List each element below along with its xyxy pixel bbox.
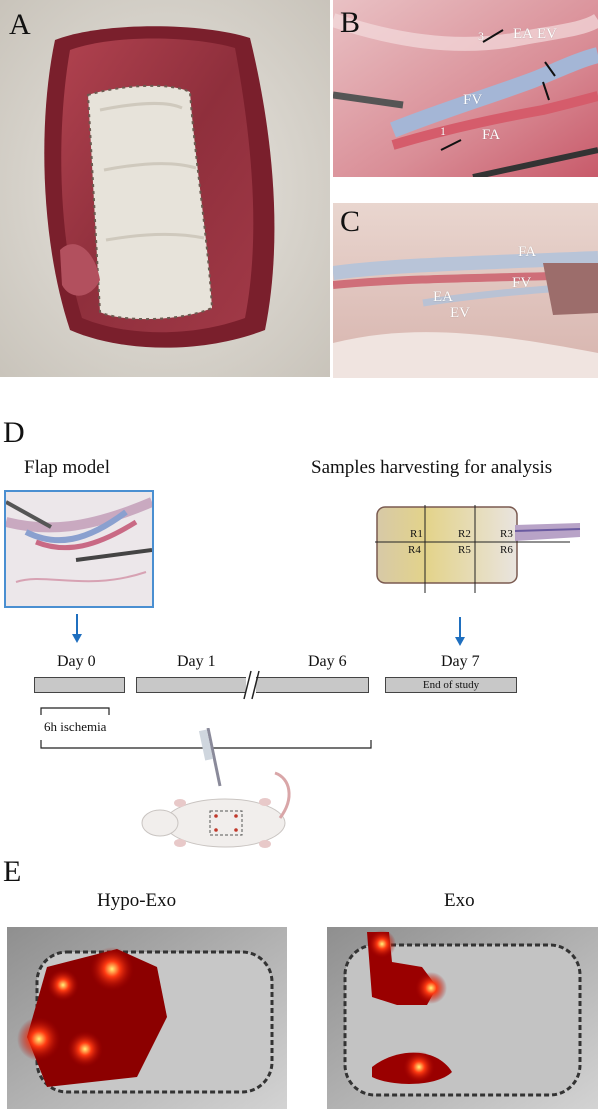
end-of-study-label: End of study bbox=[422, 679, 480, 691]
flap-illustration bbox=[6, 492, 152, 606]
exo-fluorescence-image bbox=[327, 927, 598, 1109]
ischemia-bracket bbox=[40, 707, 110, 715]
exo-heading: Exo bbox=[444, 890, 475, 911]
region-r1: R1 bbox=[410, 528, 423, 540]
panel-b-label: B bbox=[340, 6, 361, 39]
label-ev-c: EV bbox=[450, 305, 470, 321]
label-fa-b: FA bbox=[482, 127, 501, 143]
region-r2: R2 bbox=[458, 528, 471, 540]
region-r4: R4 bbox=[408, 544, 421, 556]
vessel-dissection-image-b bbox=[333, 0, 598, 177]
panel-a-label: A bbox=[9, 8, 31, 41]
day7-label: Day 7 bbox=[441, 653, 480, 670]
arrow-down-icon bbox=[455, 617, 465, 646]
panel-c-photo bbox=[333, 203, 598, 378]
day1-label: Day 1 bbox=[177, 653, 216, 670]
label-num1-b: 1 bbox=[440, 124, 446, 138]
region-r6: R6 bbox=[500, 544, 513, 556]
label-ev-b: EV bbox=[537, 26, 557, 42]
label-ea-c: EA bbox=[433, 289, 453, 305]
hypo-exo-fluorescence-image bbox=[7, 927, 287, 1109]
label-fv-b: FV bbox=[463, 92, 483, 108]
ischemia-label: 6h ischemia bbox=[44, 719, 107, 734]
panel-c-label: C bbox=[340, 205, 361, 238]
panel-b-photo bbox=[333, 0, 598, 177]
region-r5: R5 bbox=[458, 544, 471, 556]
label-ea-b: EA bbox=[513, 26, 533, 42]
day0-label: Day 0 bbox=[57, 653, 96, 670]
samples-harvesting-heading: Samples harvesting for analysis bbox=[311, 457, 553, 478]
harvested-flap-illustration bbox=[375, 505, 581, 593]
hypo-exo-heading: Hypo-Exo bbox=[97, 890, 177, 911]
region-r3: R3 bbox=[500, 528, 513, 540]
exo-heatmap bbox=[327, 927, 598, 1109]
harvested-flap-image bbox=[375, 505, 585, 595]
label-num3-b: 3 bbox=[478, 29, 484, 43]
label-fv-c: FV bbox=[512, 275, 532, 291]
axis-break-icon bbox=[243, 670, 260, 700]
rat-flap-surgery-image bbox=[0, 0, 330, 377]
timeline-bar-day7: End of study bbox=[385, 677, 517, 693]
flap-model-heading: Flap model bbox=[24, 457, 111, 478]
timeline-bar-day0 bbox=[34, 677, 125, 693]
panel-d-label: D bbox=[3, 416, 25, 449]
vessel-dissection-image-c bbox=[333, 203, 598, 378]
label-fa-c: FA bbox=[518, 244, 537, 260]
rat-injection-illustration bbox=[141, 728, 291, 848]
hypo-exo-heatmap bbox=[7, 927, 287, 1109]
arrow-down-icon bbox=[72, 614, 82, 643]
panel-a-photo bbox=[0, 0, 330, 377]
day6-label: Day 6 bbox=[308, 653, 347, 670]
panel-e-label: E bbox=[3, 855, 22, 888]
flap-model-image bbox=[4, 490, 154, 608]
